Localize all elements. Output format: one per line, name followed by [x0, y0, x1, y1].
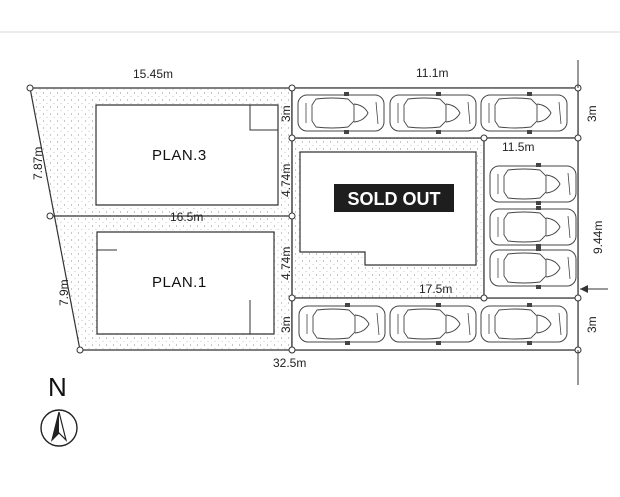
- car-icon: [489, 246, 577, 290]
- plan3-label: PLAN.3: [152, 147, 207, 164]
- dim-depth-lower: 4.74m: [279, 247, 293, 280]
- dim-middle-left: 16.5m: [170, 210, 203, 224]
- dim-parking-bottom-right: 3m: [585, 316, 599, 333]
- dim-parking-bottom-left: 3m: [279, 316, 293, 333]
- dim-top-left: 15.45m: [133, 67, 173, 81]
- car-icon: [297, 91, 385, 135]
- arrow-left-icon: [580, 285, 588, 293]
- dim-left-upper: 7.87m: [31, 147, 45, 180]
- dim-bottom-total: 32.5m: [273, 356, 306, 370]
- plan1-lot: PLAN.1: [96, 231, 275, 335]
- dim-parking-top-left: 3m: [279, 105, 293, 122]
- plan1-label: PLAN.1: [152, 274, 207, 291]
- compass-label: N: [48, 372, 67, 402]
- north-compass: N: [40, 372, 78, 447]
- right-boundary: [577, 60, 608, 385]
- sold-out-badge: [334, 184, 454, 212]
- car-icon: [489, 162, 577, 206]
- sold-lot: SOLD OUT: [299, 151, 477, 266]
- dim-right-side: 9.44m: [591, 221, 605, 254]
- plan3-lot: PLAN.3: [95, 104, 279, 206]
- dim-parking-right-width: 11.5m: [502, 140, 534, 154]
- dim-sold-width: 17.5m: [419, 282, 452, 296]
- dim-left-lower: 7.9m: [57, 279, 71, 306]
- dimensions: 15.45m 11.1m 16.5m 11.5m 17.5m 32.5m 7.8…: [31, 66, 605, 370]
- dim-parking-top-right: 3m: [585, 105, 599, 122]
- car-icon: [389, 91, 477, 135]
- sold-out-label: SOLD OUT: [348, 189, 441, 209]
- boundary-markers: [26, 84, 582, 354]
- car-icon: [298, 302, 386, 346]
- car-icon: [389, 302, 477, 346]
- car-icon: [489, 205, 577, 249]
- car-icon: [480, 302, 568, 346]
- car-icon: [480, 91, 568, 135]
- dim-top-right: 11.1m: [416, 66, 448, 80]
- dim-depth-upper: 4.74m: [279, 164, 293, 197]
